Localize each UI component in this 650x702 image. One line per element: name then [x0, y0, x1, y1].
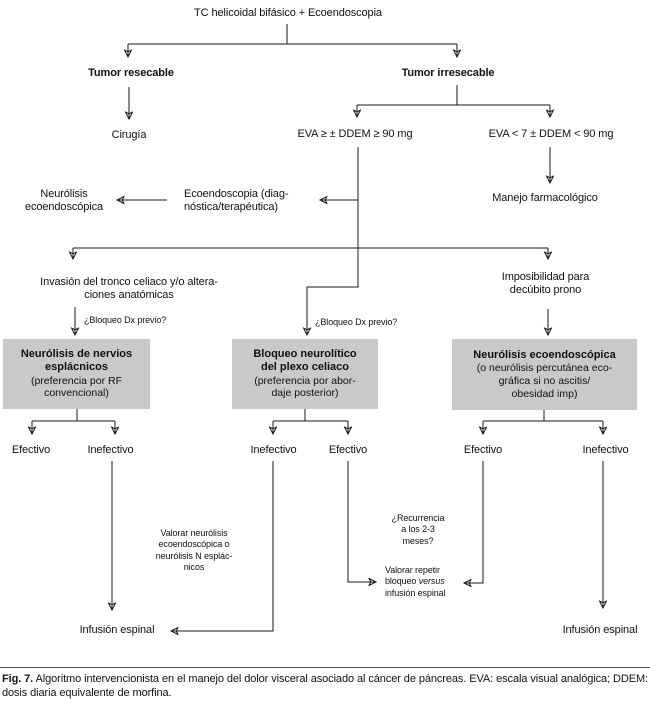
figure-caption-label: Fig. 7.: [2, 673, 34, 685]
node-infusion-espinal-right: Infusión espinal: [562, 624, 638, 636]
node-ecoendoscopia: Ecoendoscopia (diag- nóstica/terapéutica…: [184, 188, 289, 214]
outcome-box2-inefectivo: Inefectivo: [250, 444, 297, 456]
node-eva-alta: EVA ≥ ± DDEM ≥ 90 mg: [297, 128, 413, 140]
valorar-repetir-pre: Valorar repetir bloqueo: [385, 565, 440, 587]
edge-inefectivo2-infusion: [172, 461, 274, 631]
edge-main-vertical: [307, 147, 359, 334]
edge-box2-split: [273, 409, 348, 422]
outcome-box1-inefectivo: Inefectivo: [87, 444, 134, 456]
node-infusion-espinal-left: Infusión espinal: [79, 624, 155, 636]
valorar-repetir-post: infusión espinal: [385, 587, 446, 598]
annotation-bloqueo-dx-left: ¿Bloqueo Dx previo?: [84, 315, 167, 325]
node-root: TC helicoidal bifásico + Ecoendoscopia: [194, 7, 382, 19]
node-invasion-tronco: Invasión del tronco celiaco y/o altera- …: [40, 276, 218, 302]
edge-efectivo2-valorar: [347, 461, 375, 582]
node-eva-baja: EVA < 7 ± DDEM < 90 mg: [488, 128, 614, 140]
edge-box1-split: [32, 409, 115, 422]
box-neurolisis-esplacnicos: Neurólisis de nervios esplácnicos (prefe…: [3, 339, 150, 409]
annotation-bloqueo-dx-center: ¿Bloqueo Dx previo?: [315, 317, 398, 327]
caption-divider: [0, 667, 650, 668]
edge-box3-split: [483, 410, 603, 422]
box-bloqueo-plexo-celiaco: Bloqueo neurolítico del plexo celiaco (p…: [232, 339, 378, 409]
node-cirugia: Cirugía: [111, 129, 147, 141]
outcome-box1-efectivo: Efectivo: [11, 444, 51, 456]
outcome-box3-inefectivo: Inefectivo: [582, 444, 629, 456]
annotation-recurrencia: ¿Recurrencia a los 2-3 meses?: [391, 513, 445, 546]
node-manejo-farmacologico: Manejo farmacológico: [492, 192, 598, 204]
box-neurolisis-esplacnicos-subtitle: (preferencia por RF convencional): [30, 374, 123, 400]
figure-caption: Fig. 7. Algoritmo intervencionista en el…: [2, 673, 648, 701]
node-tumor-resecable: Tumor resecable: [88, 67, 174, 79]
outcome-box2-efectivo: Efectivo: [328, 444, 368, 456]
figure-caption-text: Algoritmo intervencionista en el manejo …: [2, 673, 648, 699]
box-neurolisis-ecoendoscopica-subtitle: (o neurólisis percutánea eco- gráfica si…: [476, 362, 613, 400]
node-neurolisis-ecoendoscopica: Neurólisis ecoendoscópica: [24, 188, 104, 214]
node-tumor-irresecable: Tumor irresecable: [401, 67, 495, 79]
box-bloqueo-plexo-celiaco-title: Bloqueo neurolítico del plexo celiaco: [253, 347, 357, 374]
box-neurolisis-ecoendoscopica: Neurólisis ecoendoscópica (o neurólisis …: [452, 339, 637, 410]
valorar-repetir-versus: versus: [418, 576, 445, 587]
outcome-box3-efectivo: Efectivo: [463, 444, 503, 456]
annotation-valorar-repetir: Valorar repetir bloqueo versus infusión …: [385, 565, 465, 599]
node-imposibilidad-prono: Imposibilidad para decúbito prono: [501, 271, 590, 297]
box-neurolisis-ecoendoscopica-title: Neurólisis ecoendoscópica: [473, 348, 616, 361]
annotation-valorar-neurolisis: Valorar neurólisis ecoendoscópica o neur…: [155, 528, 233, 572]
edge-efectivo3-valorar: [465, 461, 484, 583]
box-bloqueo-plexo-celiaco-subtitle: (preferencia por abor- daje posterior): [254, 374, 356, 400]
edge-irresecable-split: [357, 85, 550, 106]
box-neurolisis-esplacnicos-title: Neurólisis de nervios esplácnicos: [20, 347, 133, 374]
edge-root-split: [128, 24, 457, 45]
